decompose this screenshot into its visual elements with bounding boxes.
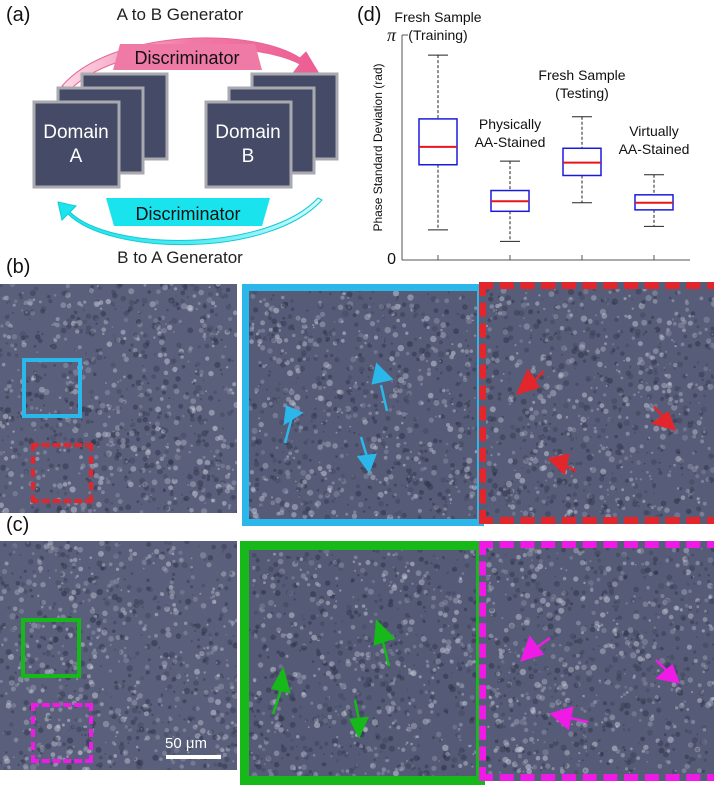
scale-bar	[166, 755, 221, 759]
ba-generator-label: B to A Generator	[117, 248, 243, 267]
domain-b-label-line1: Domain	[215, 122, 280, 143]
roi-box-b-dashed	[31, 443, 93, 503]
ab-generator-label: A to B Generator	[117, 5, 244, 24]
y-axis-label: Phase Standard Deviation (rad)	[371, 63, 385, 231]
tissue-image-c-zoom-solid	[240, 541, 485, 785]
tissue-image-b-zoom-solid	[242, 284, 484, 526]
domain-a-label-line1: Domain	[43, 122, 108, 143]
box-0	[419, 119, 457, 165]
category-label-0-1: (Training)	[408, 27, 467, 43]
roi-box-b-solid	[22, 358, 82, 418]
domain-b-label-line2: B	[242, 146, 255, 167]
category-label-3-0: Virtually	[629, 123, 679, 139]
tissue-image-c-zoom-dashed	[479, 541, 714, 781]
roi-box-c-solid	[21, 618, 81, 678]
tissue-image-b-zoom-dashed	[479, 282, 714, 524]
category-label-2-0: Fresh Sample	[538, 67, 625, 83]
scale-bar-label: 50 μm	[165, 735, 207, 752]
category-label-2-1: (Testing)	[555, 85, 609, 101]
category-label-1-0: Physically	[479, 116, 541, 132]
discriminator-top-label: Discriminator	[134, 48, 239, 68]
category-label-0-0: Fresh Sample	[394, 9, 481, 25]
y-tick-label-0: 0	[387, 251, 396, 268]
discriminator-bottom-label: Discriminator	[135, 204, 240, 224]
panel-label-c: (c)	[6, 514, 29, 537]
domain-a-label-line2: A	[70, 146, 83, 167]
category-label-3-1: AA-Stained	[619, 141, 690, 157]
y-tick-label-pi: π	[387, 25, 397, 45]
category-label-1-1: AA-Stained	[475, 134, 546, 150]
cyclegan-diagram: A to B Generator B to A Generator Discri…	[0, 0, 360, 268]
roi-box-c-dashed	[31, 703, 93, 763]
